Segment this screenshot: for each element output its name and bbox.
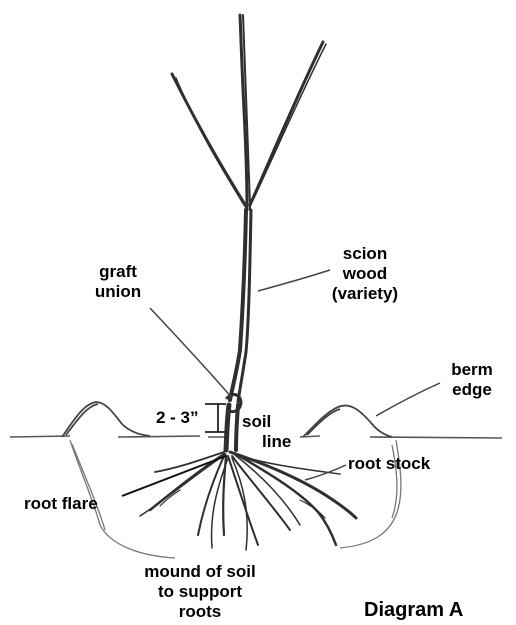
diagram-title: Diagram A <box>364 600 463 620</box>
mound-line-1: mound of soil <box>132 562 268 582</box>
scion-wood-line-3: (variety) <box>330 284 400 304</box>
graft-union-line-2: union <box>88 282 148 302</box>
mound-line-2: to support <box>132 582 268 602</box>
graft-union-line-1: graft <box>88 262 148 282</box>
mound-label: mound of soil to support roots <box>132 562 268 622</box>
graft-union-leader <box>150 308 232 398</box>
root-stock-label: root stock <box>348 454 430 474</box>
root-flare-label: root flare <box>24 494 98 514</box>
height-bracket <box>205 404 226 432</box>
sapling <box>172 15 326 450</box>
berm-right <box>303 406 392 437</box>
soil-line-label: soil line <box>238 412 302 452</box>
scion-wood-line-1: scion <box>330 244 400 264</box>
berm-left <box>62 402 150 437</box>
scion-wood-label: scion wood (variety) <box>330 244 400 304</box>
roots <box>140 452 356 550</box>
soil-line-line-2: line <box>238 432 302 452</box>
mound-line-3: roots <box>132 602 268 622</box>
graft-union-label: graft union <box>88 262 148 302</box>
berm-edge-label: berm edge <box>442 360 502 400</box>
berm-edge-line-2: edge <box>442 380 502 400</box>
berm-edge-line-1: berm <box>442 360 502 380</box>
soil-line-line-1: soil <box>238 412 302 432</box>
berm-edge-leader <box>376 383 440 416</box>
scion-wood-line-2: wood <box>330 264 400 284</box>
scion-wood-leader <box>258 270 330 291</box>
gap-label: 2 - 3” <box>156 408 199 428</box>
